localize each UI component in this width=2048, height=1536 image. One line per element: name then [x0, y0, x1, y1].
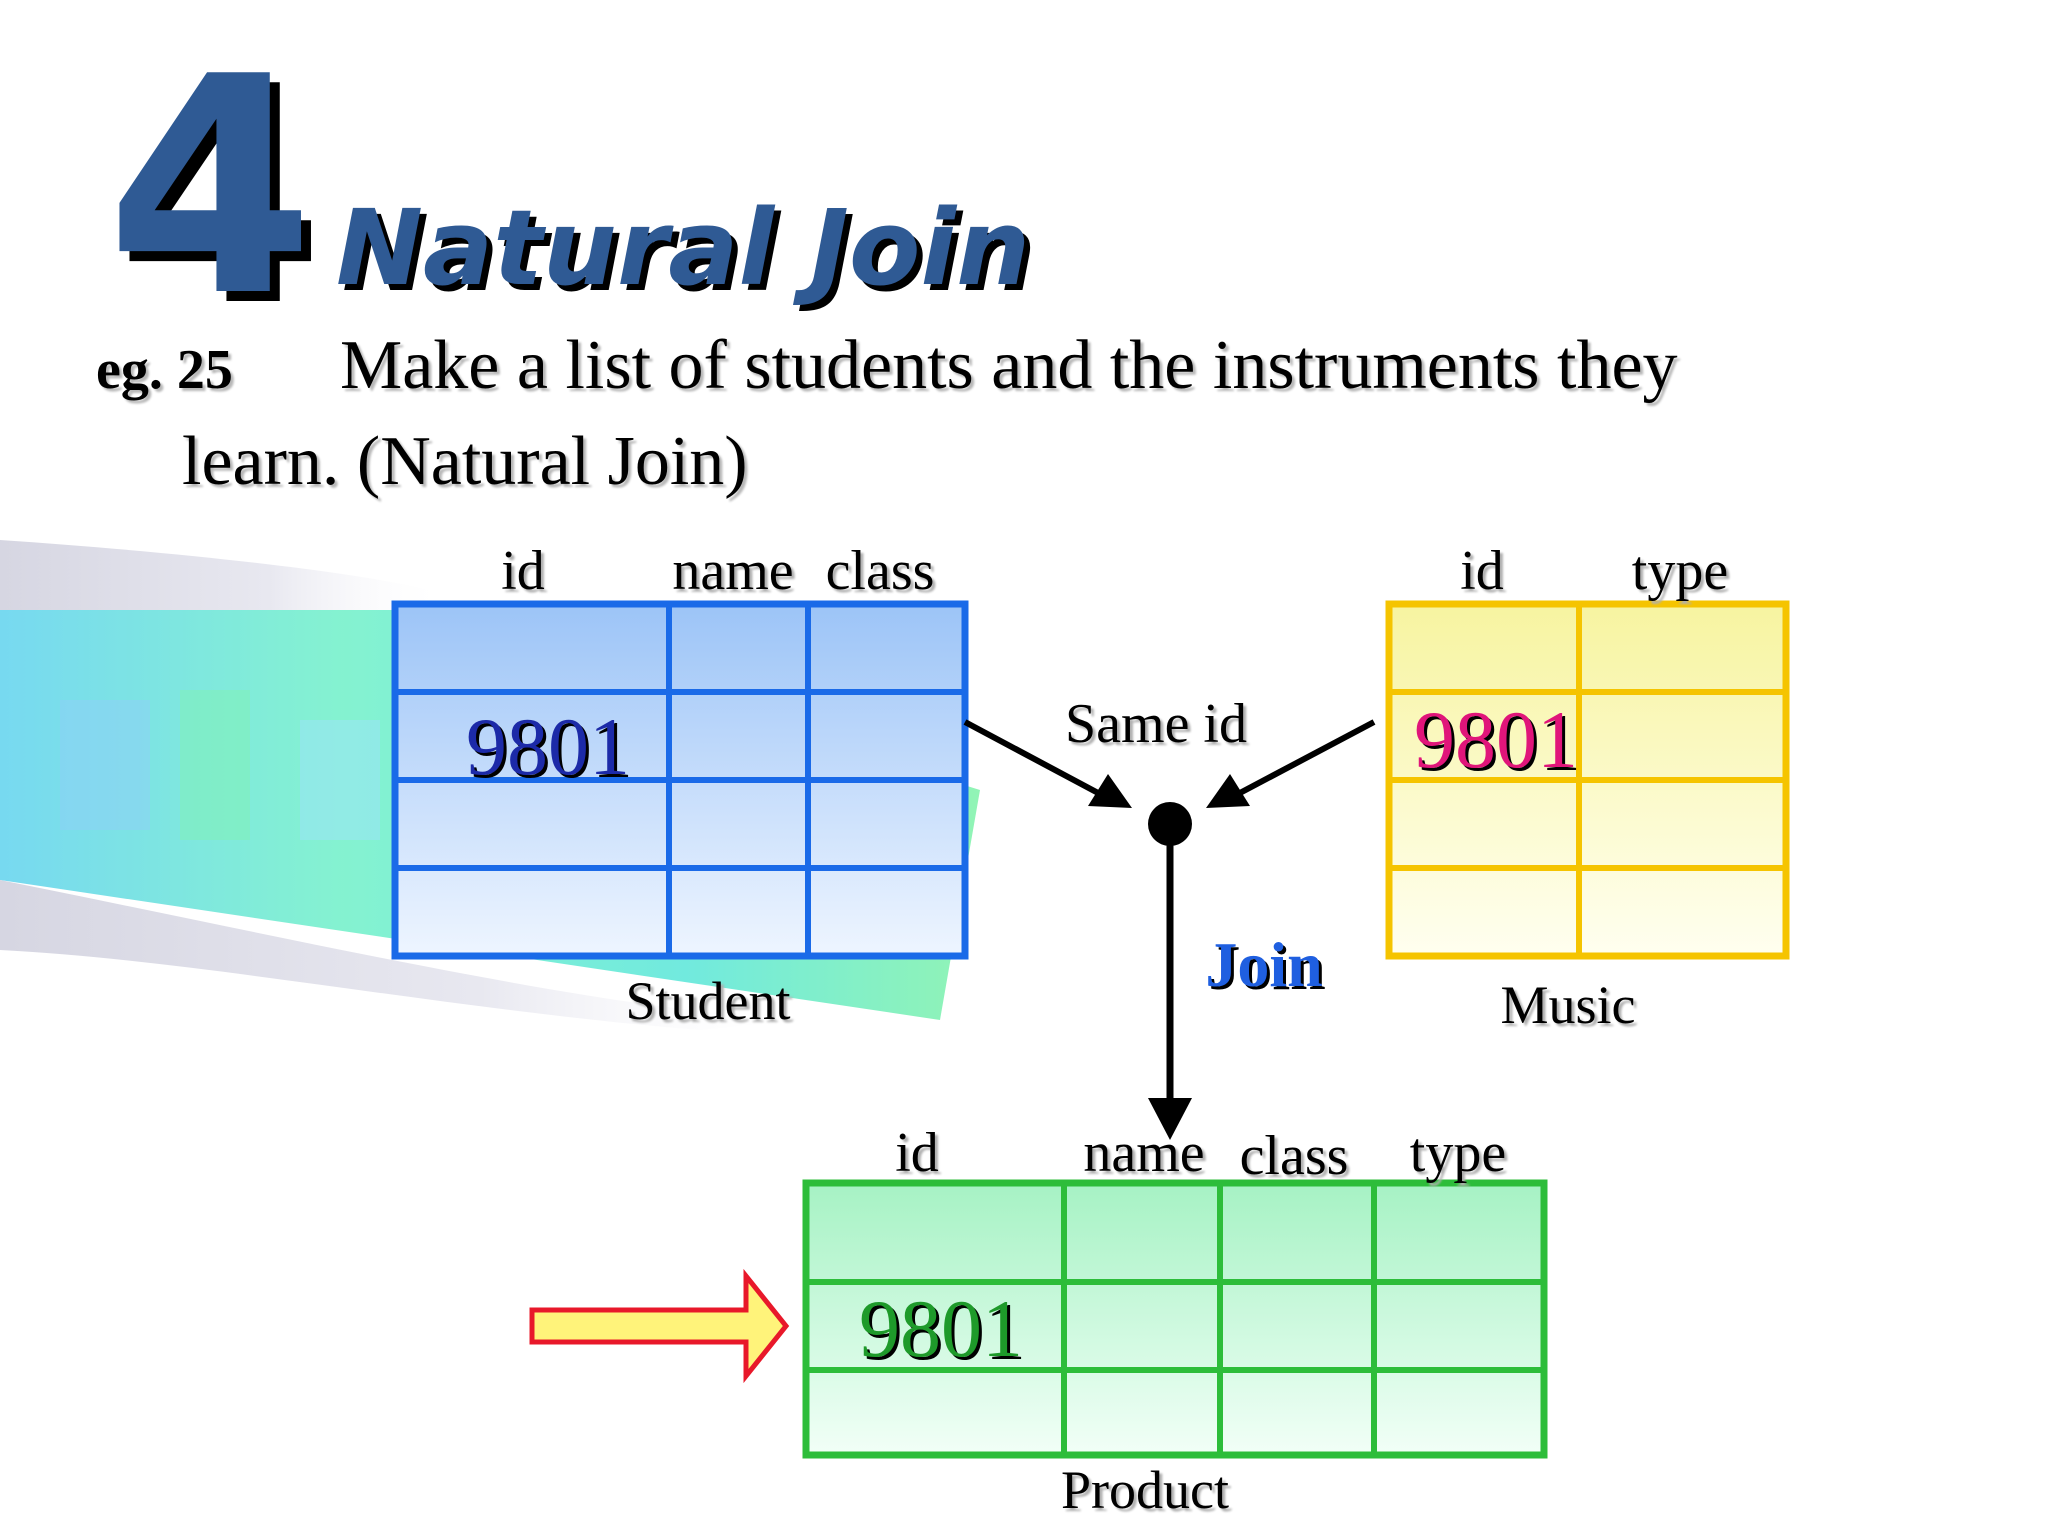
example-label: eg. 25 — [96, 339, 233, 401]
music-table — [1385, 600, 1790, 960]
join-connector — [963, 719, 1376, 1140]
pointer-arrow-icon — [529, 1268, 790, 1384]
product-col-name: name — [1083, 1122, 1205, 1184]
music-col-id: id — [1460, 540, 1504, 602]
question: eg. 25 Make a list of students and the in… — [96, 320, 1976, 508]
student-col-class: class — [825, 540, 935, 602]
product-col-class: class — [1239, 1125, 1349, 1187]
music-id-value: 9801 — [1414, 694, 1578, 785]
slide-title: Natural Join — [336, 187, 1031, 309]
student-table — [391, 600, 969, 960]
student-arrow — [963, 719, 1102, 797]
product-table — [802, 1179, 1548, 1459]
same-id-label: Same id — [1065, 693, 1247, 755]
music-table-name: Music — [1500, 975, 1636, 1035]
student-id-value: 9801 — [466, 701, 630, 792]
student-col-name: name — [672, 540, 794, 602]
question-line-2: learn. (Natural Join) — [182, 423, 748, 500]
question-line-1: Make a list of students and the instrume… — [340, 327, 1678, 404]
product-table-name: Product — [1061, 1460, 1229, 1520]
product-col-id: id — [895, 1122, 939, 1184]
join-arrowhead-icon — [1148, 1098, 1192, 1140]
product-col-type: type — [1409, 1122, 1507, 1184]
slide-number: 4 — [106, 13, 315, 362]
music-col-type: type — [1631, 540, 1729, 602]
product-id-value: 9801 — [859, 1283, 1023, 1374]
student-table-name: Student — [625, 971, 791, 1031]
student-col-id: id — [501, 540, 545, 602]
join-label: Join — [1205, 929, 1323, 1000]
join-point — [1148, 802, 1192, 846]
music-arrowhead — [1206, 774, 1250, 808]
music-arrow — [1236, 719, 1376, 797]
student-arrowhead — [1088, 774, 1132, 808]
